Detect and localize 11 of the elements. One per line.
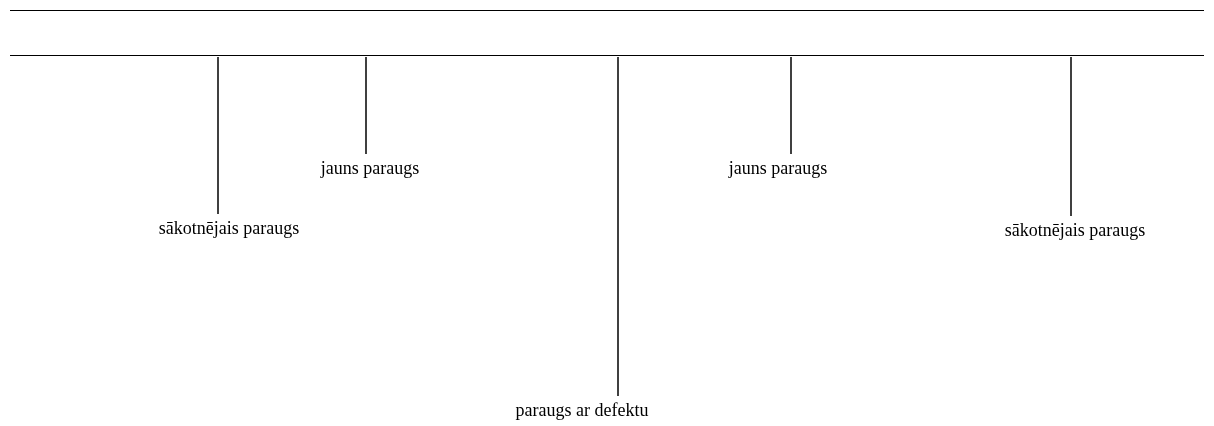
leader-line — [1070, 56, 1072, 217]
leader-line — [365, 56, 367, 155]
leader-line — [617, 56, 619, 397]
sample-label: sākotnējais paraugs — [158, 216, 300, 240]
sample-label: jauns paraugs — [320, 156, 420, 180]
specimen-strip — [10, 10, 1204, 56]
leader-line — [790, 56, 792, 155]
sample-label: sākotnējais paraugs — [1004, 218, 1146, 242]
leader-line — [217, 56, 219, 215]
sample-label: paraugs ar defektu — [515, 398, 649, 422]
sample-label: jauns paraugs — [728, 156, 828, 180]
